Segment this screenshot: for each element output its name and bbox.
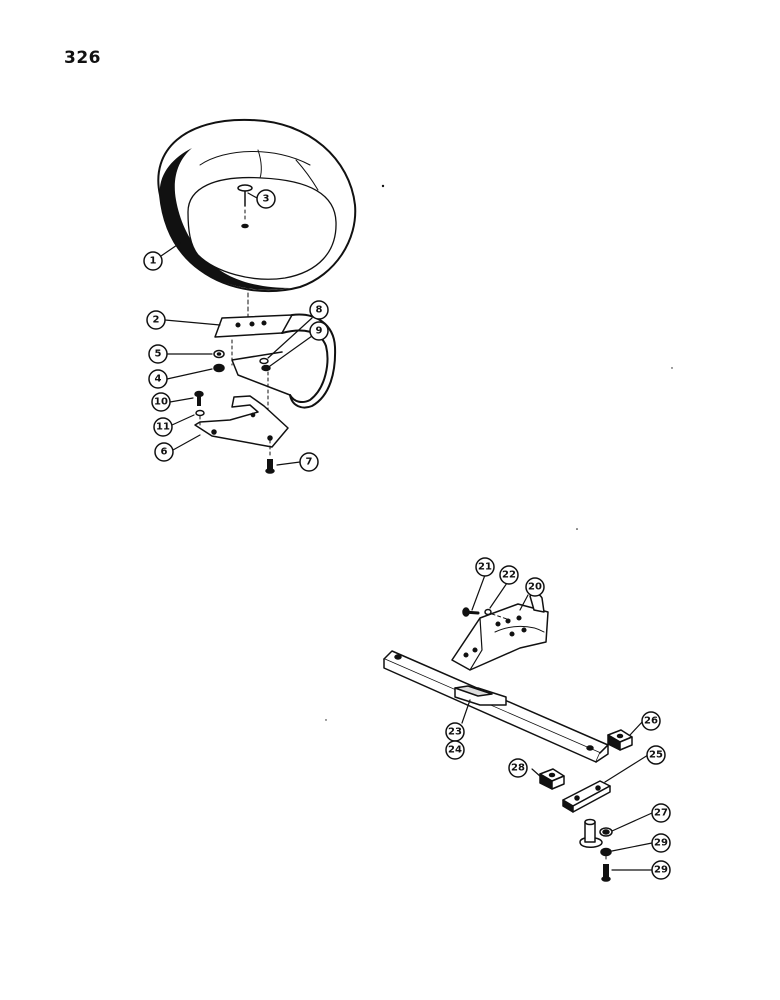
leader-lines [160,192,653,871]
pivot-pin [579,818,613,848]
seat-support-bar [383,650,609,763]
spacer-pad-left [539,768,565,790]
callout-8: 8 [309,300,329,320]
seat-spring-bracket [214,313,337,409]
callout-labels: 1 2 3 4 5 8 9 10 11 6 7 21 22 20 23 24 2… [143,189,671,880]
callout-24: 24 [445,740,465,760]
page-number: 326 [64,48,101,68]
callout-26: 26 [641,711,661,731]
spacer-pad-right [607,729,633,751]
callout-21: 21 [475,557,495,577]
seat-pan-drawing [157,118,357,292]
callout-6: 6 [154,442,174,462]
callout-3: 3 [256,189,276,209]
seat-support-bracket [451,593,549,671]
svg-text:29: 29 [654,865,668,876]
callout-20: 20 [525,577,545,597]
svg-text:11: 11 [156,422,170,433]
svg-text:6: 6 [161,447,168,458]
svg-text:5: 5 [155,349,162,360]
callout-27: 27 [651,803,671,823]
svg-text:10: 10 [154,397,168,408]
svg-text:23: 23 [448,727,462,738]
callout-23: 23 [445,722,465,742]
svg-text:9: 9 [316,326,323,337]
svg-text:3: 3 [263,194,270,205]
callout-25: 25 [646,745,666,765]
callout-10: 10 [151,392,171,412]
svg-text:22: 22 [502,570,516,581]
scan-specks [325,184,673,721]
svg-text:8: 8 [316,305,323,316]
svg-text:4: 4 [155,374,162,385]
clamp-plate [562,780,611,813]
callout-1: 1 [143,251,163,271]
callout-11: 11 [153,417,173,437]
callout-22: 22 [499,565,519,585]
seat-mounting-plate [194,395,289,448]
svg-text:29: 29 [654,838,668,849]
callout-2: 2 [146,310,166,330]
callout-29-bolt: 29 [651,860,671,880]
callout-5: 5 [148,344,168,364]
svg-text:24: 24 [448,745,462,756]
svg-text:21: 21 [478,562,492,573]
svg-text:26: 26 [644,716,658,727]
callout-7: 7 [299,452,319,472]
svg-text:1: 1 [150,256,157,267]
callout-29-washer: 29 [651,833,671,853]
svg-text:27: 27 [654,808,668,819]
svg-text:25: 25 [649,750,663,761]
callout-9: 9 [309,321,329,341]
callout-28: 28 [508,758,528,778]
svg-text:20: 20 [528,582,542,593]
callout-4: 4 [148,369,168,389]
svg-text:7: 7 [306,457,313,468]
svg-text:2: 2 [153,315,160,326]
svg-text:28: 28 [511,763,525,774]
